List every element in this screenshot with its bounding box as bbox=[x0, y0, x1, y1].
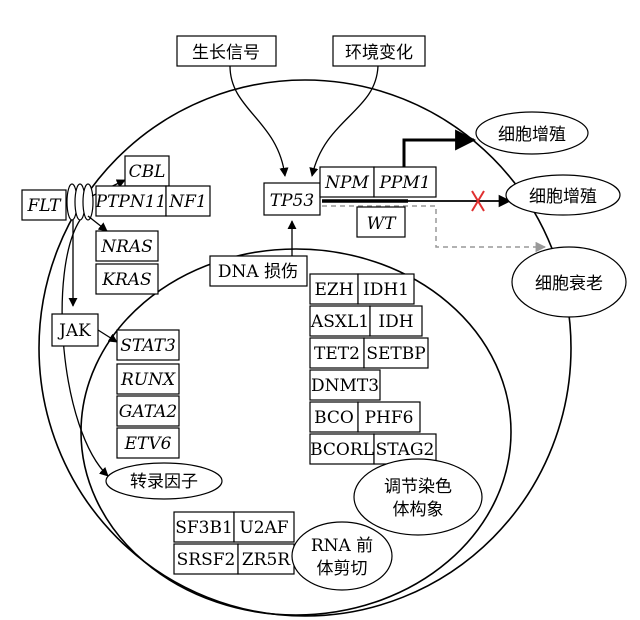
chromatin-label-line1: 调节染色 bbox=[384, 477, 452, 497]
srsf2-label: SRSF2 bbox=[177, 550, 236, 570]
dna-damage-label: DNA 损伤 bbox=[218, 262, 298, 282]
wt-box bbox=[356, 206, 406, 238]
kras-label: KRAS bbox=[101, 270, 151, 290]
tp53-label: TP53 bbox=[270, 191, 314, 211]
transcription-factor-oval bbox=[105, 462, 223, 500]
transcription-factor-label: 转录因子 bbox=[130, 472, 198, 492]
splicing-label-line2: 体剪切 bbox=[317, 559, 368, 579]
nf1-box bbox=[165, 185, 211, 217]
idh-label: IDH bbox=[378, 312, 413, 332]
splicing-oval bbox=[291, 521, 393, 591]
idh-box bbox=[369, 305, 423, 337]
etv6-box bbox=[116, 427, 180, 459]
environment-change-label: 环境变化 bbox=[345, 43, 413, 63]
runx-box bbox=[116, 363, 180, 395]
runx-label: RUNX bbox=[120, 370, 176, 390]
proliferation-1-label: 细胞增殖 bbox=[498, 125, 566, 145]
nras-label: NRAS bbox=[100, 237, 153, 257]
cell-membrane bbox=[38, 79, 572, 617]
bco-label: BCO bbox=[314, 408, 354, 428]
setbp-box bbox=[363, 337, 429, 369]
flt-box bbox=[21, 189, 67, 221]
dna-damage-box bbox=[209, 255, 308, 287]
arrow-flt-to-nras bbox=[87, 215, 108, 232]
sf3b1-box bbox=[173, 511, 235, 543]
idh1-box bbox=[357, 273, 415, 305]
bcorl-box bbox=[309, 433, 375, 465]
nras-box bbox=[95, 230, 159, 262]
etv6-label: ETV6 bbox=[124, 434, 172, 454]
tet2-label: TET2 bbox=[314, 344, 360, 364]
ezh-box bbox=[309, 273, 359, 305]
npm-label: NPM bbox=[324, 173, 369, 193]
zr5r-box bbox=[237, 543, 295, 575]
flt-label: FLT bbox=[26, 196, 62, 216]
dnmt3-box bbox=[309, 369, 381, 401]
proliferation-2-label: 细胞增殖 bbox=[529, 187, 597, 207]
ppm1-label: PPM1 bbox=[378, 173, 430, 193]
environment-change-box bbox=[332, 35, 426, 67]
chromatin-oval bbox=[353, 458, 483, 536]
nucleus-membrane bbox=[80, 248, 512, 616]
asxl1-box bbox=[309, 305, 371, 337]
wt-label: WT bbox=[367, 214, 397, 234]
bco-box bbox=[309, 401, 359, 433]
gata2-label: GATA2 bbox=[119, 402, 177, 422]
growth-signal-label: 生长信号 bbox=[192, 43, 260, 63]
ppm1-box bbox=[373, 166, 437, 198]
kras-box bbox=[95, 263, 159, 295]
jak-box bbox=[51, 313, 99, 347]
senescence-label: 细胞衰老 bbox=[535, 274, 603, 294]
chromatin-label-line2: 体构象 bbox=[393, 500, 444, 520]
phf6-label: PHF6 bbox=[365, 408, 414, 428]
gata2-box bbox=[116, 395, 180, 427]
nf1-label: NF1 bbox=[168, 192, 207, 212]
arrow-npm-to-proliferation bbox=[402, 129, 477, 170]
splicing-label-line1: RNA 前 bbox=[311, 536, 373, 556]
arrow-jak-to-stat3 bbox=[97, 329, 118, 343]
growth-signal-box bbox=[176, 35, 277, 67]
tet2-box bbox=[309, 337, 365, 369]
arrow-environment-to-tp53 bbox=[309, 65, 379, 177]
jak-label: JAK bbox=[57, 321, 91, 341]
ezh-label: EZH bbox=[314, 280, 353, 300]
receptor-oval-3 bbox=[82, 183, 94, 221]
senescence-oval bbox=[511, 246, 627, 318]
stat3-label: STAT3 bbox=[120, 336, 176, 356]
arrow-to-senescence bbox=[322, 205, 547, 253]
proliferation-1-oval bbox=[475, 111, 589, 155]
proliferation-2-oval bbox=[505, 174, 621, 216]
cross-line-2 bbox=[471, 190, 485, 212]
phf6-box bbox=[357, 401, 421, 433]
asxl1-label: ASXL1 bbox=[310, 312, 369, 332]
stag2-label: STAG2 bbox=[376, 440, 435, 460]
cbl-box bbox=[124, 155, 170, 187]
ptpn11-label: PTPN11 bbox=[95, 192, 167, 212]
ptpn11-box bbox=[95, 185, 167, 217]
zr5r-label: ZR5R bbox=[242, 550, 291, 570]
bcorl-label: BCORL bbox=[310, 440, 374, 460]
u2af-box bbox=[233, 511, 295, 543]
arrow-flt-to-tf bbox=[61, 219, 109, 477]
tp53-box bbox=[263, 182, 321, 216]
sf3b1-label: SF3B1 bbox=[175, 518, 233, 538]
idh1-label: IDH1 bbox=[363, 280, 409, 300]
setbp-label: SETBP bbox=[366, 344, 425, 364]
cbl-label: CBL bbox=[129, 162, 166, 182]
stat3-box bbox=[116, 329, 180, 361]
dnmt3-label: DNMT3 bbox=[311, 376, 379, 396]
srsf2-box bbox=[173, 543, 239, 575]
u2af-label: U2AF bbox=[239, 518, 288, 538]
npm-box bbox=[319, 166, 375, 198]
arrow-growth-signal-to-tp53 bbox=[229, 65, 289, 177]
